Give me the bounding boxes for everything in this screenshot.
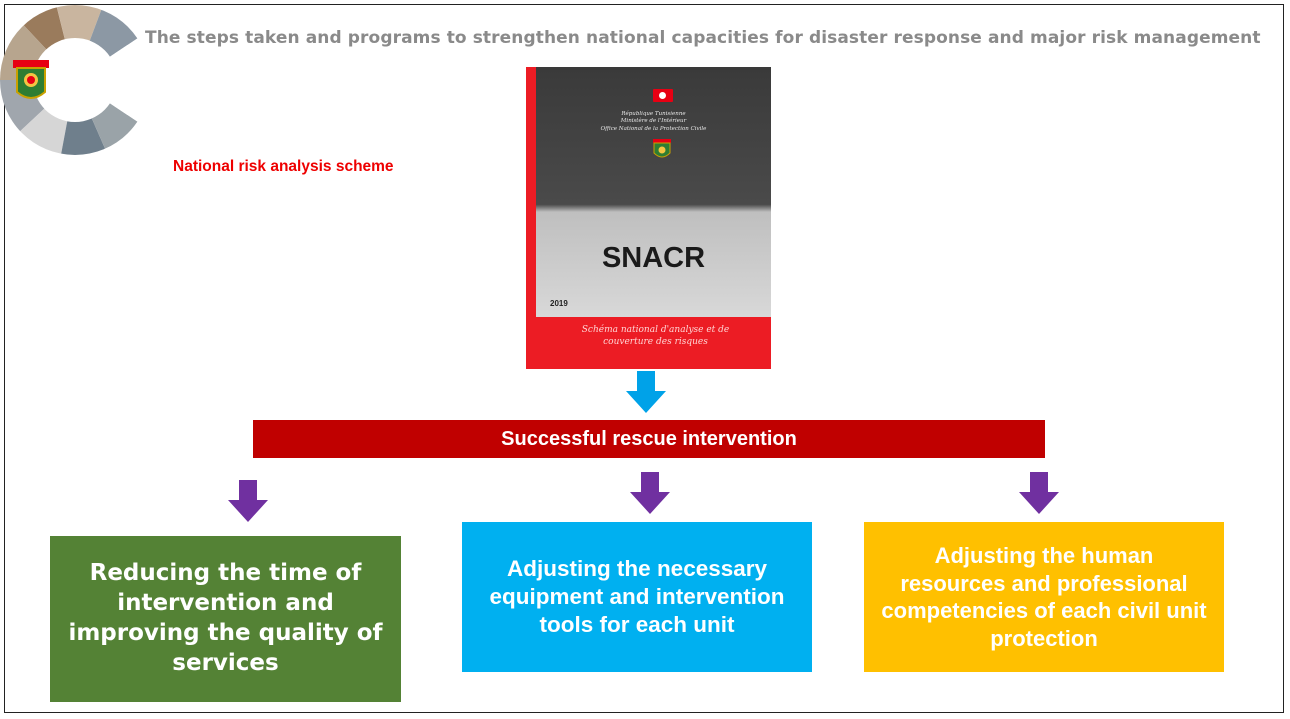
cover-acronym: SNACR: [601, 242, 706, 274]
slide-title: The steps taken and programs to strength…: [145, 28, 1261, 48]
snacr-cover: République Tunisienne Ministère de l'Int…: [526, 67, 771, 369]
successful-rescue-banner: Successful rescue intervention: [253, 420, 1045, 458]
outcome-human-resources: Adjusting the human resources and profes…: [864, 522, 1224, 672]
cover-subtitle: Schéma national d'analyse et de couvertu…: [581, 325, 730, 347]
arrow-down-icon: [228, 480, 268, 522]
tunisia-flag-icon: [653, 89, 673, 102]
cover-organization: République Tunisienne Ministère de l'Int…: [600, 111, 707, 132]
outcome-reduce-time: Reducing the time of intervention and im…: [50, 536, 401, 702]
cover-photo: République Tunisienne Ministère de l'Int…: [536, 67, 771, 317]
arrow-down-icon: [630, 472, 670, 514]
slide-frame: [4, 4, 1284, 713]
arrow-down-icon: [1019, 472, 1059, 514]
cover-year: 2019: [550, 299, 568, 308]
civil-protection-logo-icon: [0, 5, 150, 155]
outcome-equipment: Adjusting the necessary equipment and in…: [462, 522, 812, 672]
civil-protection-seal-icon: [653, 139, 671, 158]
arrow-down-icon: [626, 371, 666, 413]
cover-caption: National risk analysis scheme: [173, 158, 394, 175]
